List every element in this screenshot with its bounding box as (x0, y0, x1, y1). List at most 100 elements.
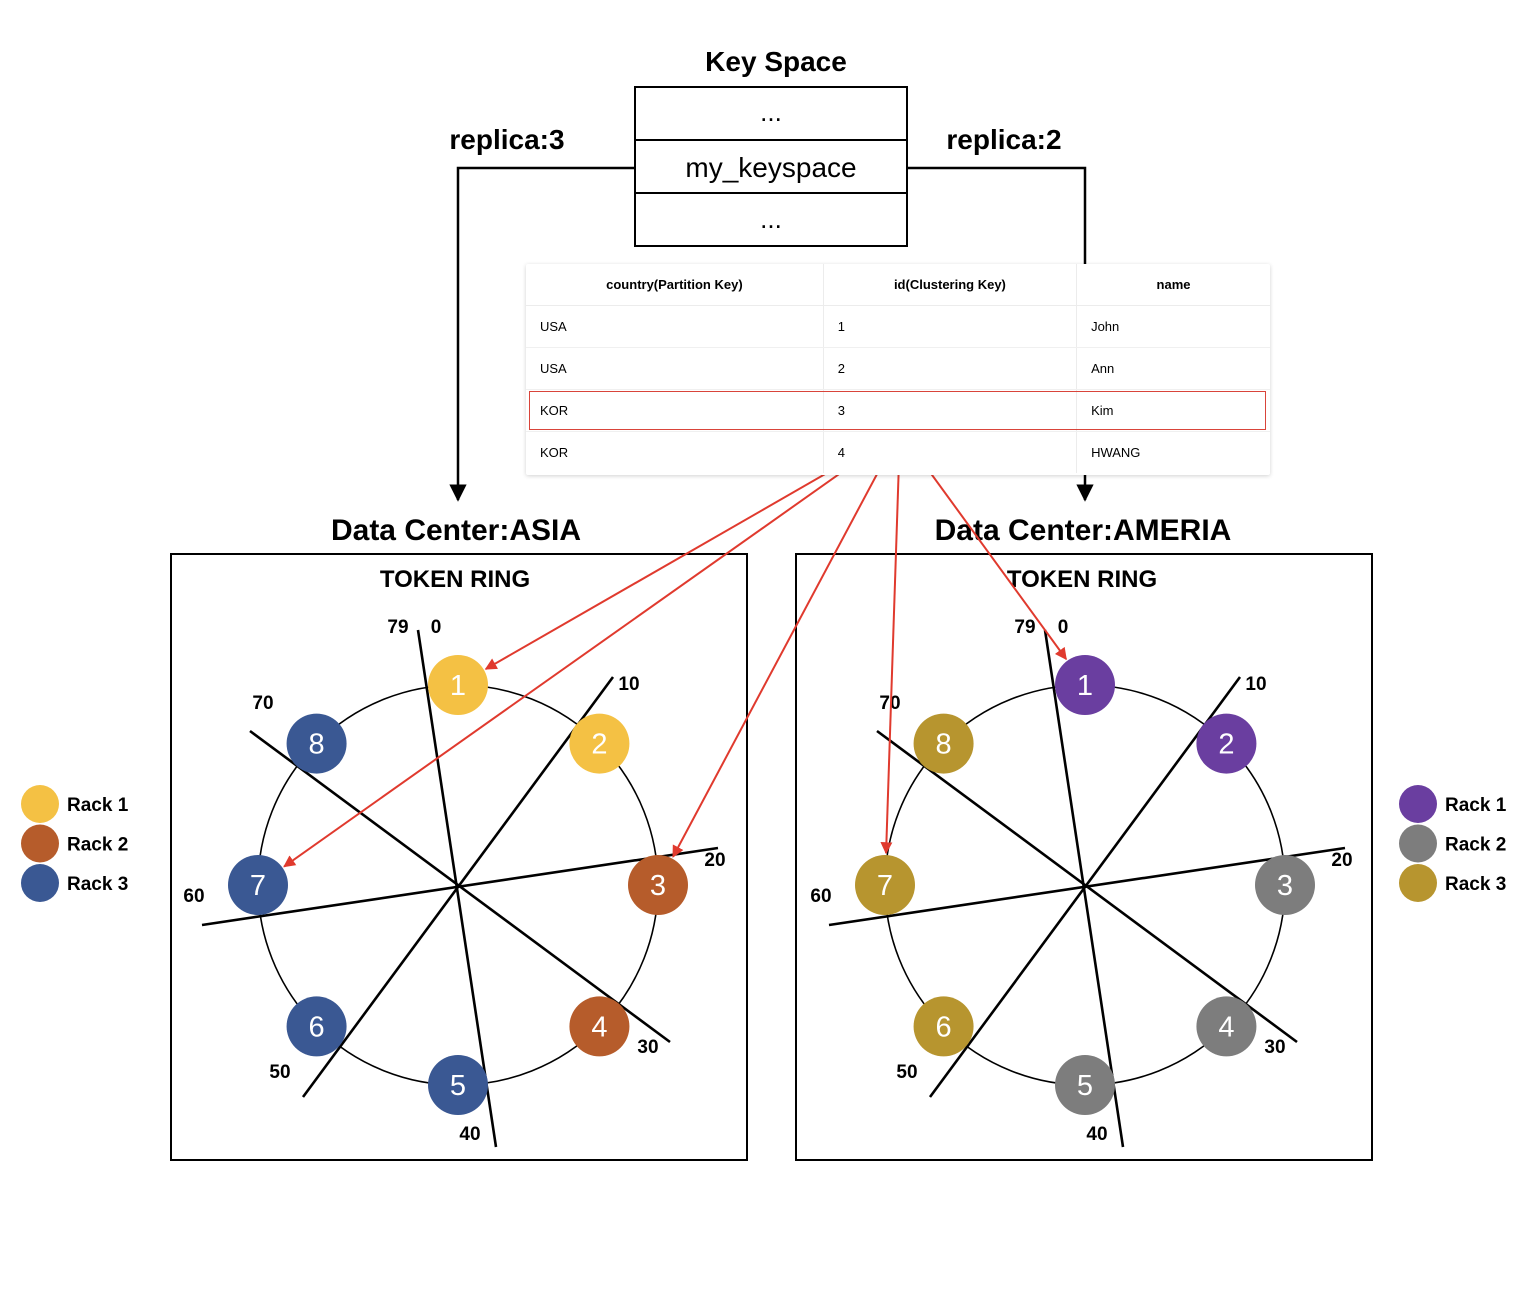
table-cell: Ann (1076, 347, 1270, 390)
token-label: 79 (1014, 617, 1035, 638)
node-circle (1055, 1055, 1115, 1115)
node-label: 3 (1277, 870, 1293, 902)
legend-swatch (1399, 785, 1437, 823)
table-cell: 4 (822, 431, 1077, 473)
table-row: USA 2 Ann (526, 347, 1270, 390)
node-label: 1 (1077, 670, 1093, 702)
token-label: 10 (1245, 674, 1266, 695)
token-label: 40 (459, 1124, 480, 1145)
table-cell: 3 (822, 389, 1077, 432)
rack-legend-asia: Rack 1 Rack 2 Rack 3 (21, 785, 129, 902)
node-label: 6 (936, 1011, 952, 1043)
node-circle (286, 713, 347, 774)
keyspace-row: ... (760, 204, 782, 234)
datacenter-box-ameria (795, 553, 1373, 1161)
token-range-divider (876, 729, 1298, 1044)
column-header-name: name (1076, 264, 1270, 306)
token-ring-title-asia: TOKEN RING (380, 566, 530, 593)
node-label: 3 (650, 870, 666, 902)
node-label: 6 (309, 1011, 325, 1043)
token-label: 70 (252, 693, 273, 714)
node-circle (1255, 855, 1315, 915)
node-circle (569, 713, 630, 774)
legend-label: Rack 2 (67, 835, 128, 856)
node-circle (1196, 713, 1257, 774)
legend-label: Rack 1 (1445, 795, 1507, 816)
node-circle (855, 855, 915, 915)
node-circle (286, 996, 347, 1057)
token-label: 50 (896, 1062, 917, 1083)
token-label: 10 (618, 674, 639, 695)
token-ring-title-ameria: TOKEN RING (1007, 566, 1157, 593)
node-label: 7 (250, 870, 266, 902)
replica-arrow (672, 430, 901, 858)
replica-arrows (283, 430, 1067, 868)
legend-label: Rack 1 (67, 795, 129, 816)
node-circle (1055, 655, 1115, 715)
node-circle (1196, 996, 1257, 1057)
legend-swatch (1399, 824, 1437, 863)
keyspace-box: ... my_keyspace ... (634, 86, 908, 247)
node-circle (428, 655, 488, 715)
table-cell: HWANG (1076, 431, 1270, 473)
legend-label: Rack 2 (1445, 835, 1506, 856)
node-label: 8 (936, 729, 952, 761)
column-header-country: country(Partition Key) (526, 264, 824, 306)
node-label: 5 (450, 1070, 466, 1102)
table-cell: USA (526, 305, 824, 348)
token-label: 0 (1058, 617, 1069, 638)
node-circle (628, 855, 688, 915)
keyspace-title: Key Space (705, 46, 847, 77)
token-label: 20 (704, 850, 725, 871)
token-label: 79 (387, 617, 408, 638)
table-cell: 1 (822, 305, 1077, 348)
table-cell: KOR (540, 445, 569, 460)
replica-label-left: replica:3 (449, 124, 564, 155)
keyspace-row-my-keyspace: my_keyspace (685, 152, 856, 183)
table-cell: Kim (1076, 389, 1270, 432)
token-label: 60 (810, 886, 831, 907)
token-label: 0 (431, 617, 442, 638)
token-range-divider (249, 729, 671, 1044)
token-label: 20 (1331, 850, 1352, 871)
table-row-highlighted: KOR 3 Kim (526, 389, 1270, 432)
node-circle (569, 996, 630, 1057)
legend-swatch (1399, 864, 1437, 902)
token-label: 30 (1264, 1037, 1285, 1058)
legend-swatch (21, 785, 59, 823)
table-row: USA 1 John (526, 305, 1270, 348)
replica-arrow (283, 430, 901, 868)
node-label: 7 (877, 870, 893, 902)
node-circle (228, 855, 288, 915)
token-label: 30 (637, 1037, 658, 1058)
node-label: 8 (309, 729, 325, 761)
node-label: 2 (1218, 729, 1234, 761)
datacenter-box-asia (170, 553, 748, 1161)
token-label: 60 (183, 886, 204, 907)
node-label: 4 (1218, 1011, 1234, 1043)
legend-label: Rack 3 (1445, 874, 1506, 895)
table-cell: 2 (822, 347, 1077, 390)
node-circle (428, 1055, 488, 1115)
table-cell: John (1076, 305, 1270, 348)
column-header-id: id(Clustering Key) (822, 264, 1077, 306)
table-header-row: country(Partition Key) id(Clustering Key… (526, 264, 1270, 306)
token-label: 40 (1086, 1124, 1107, 1145)
node-label: 2 (591, 729, 607, 761)
replica-connector-asia (449, 166, 635, 502)
replica-label-right: replica:2 (946, 124, 1061, 155)
legend-label: Rack 3 (67, 874, 128, 895)
table-cell: KOR (526, 389, 824, 432)
token-label: 50 (269, 1062, 290, 1083)
rack-legend-ameria: Rack 1 Rack 2 Rack 3 (1399, 785, 1507, 902)
datacenter-title-asia: Data Center:ASIA (331, 514, 581, 547)
node-label: 1 (450, 670, 466, 702)
keyspace-row: ... (760, 97, 782, 127)
legend-swatch (21, 824, 59, 863)
legend-swatch (21, 864, 59, 902)
node-label: 5 (1077, 1070, 1093, 1102)
partition-table: country(Partition Key) id(Clustering Key… (526, 264, 1270, 475)
